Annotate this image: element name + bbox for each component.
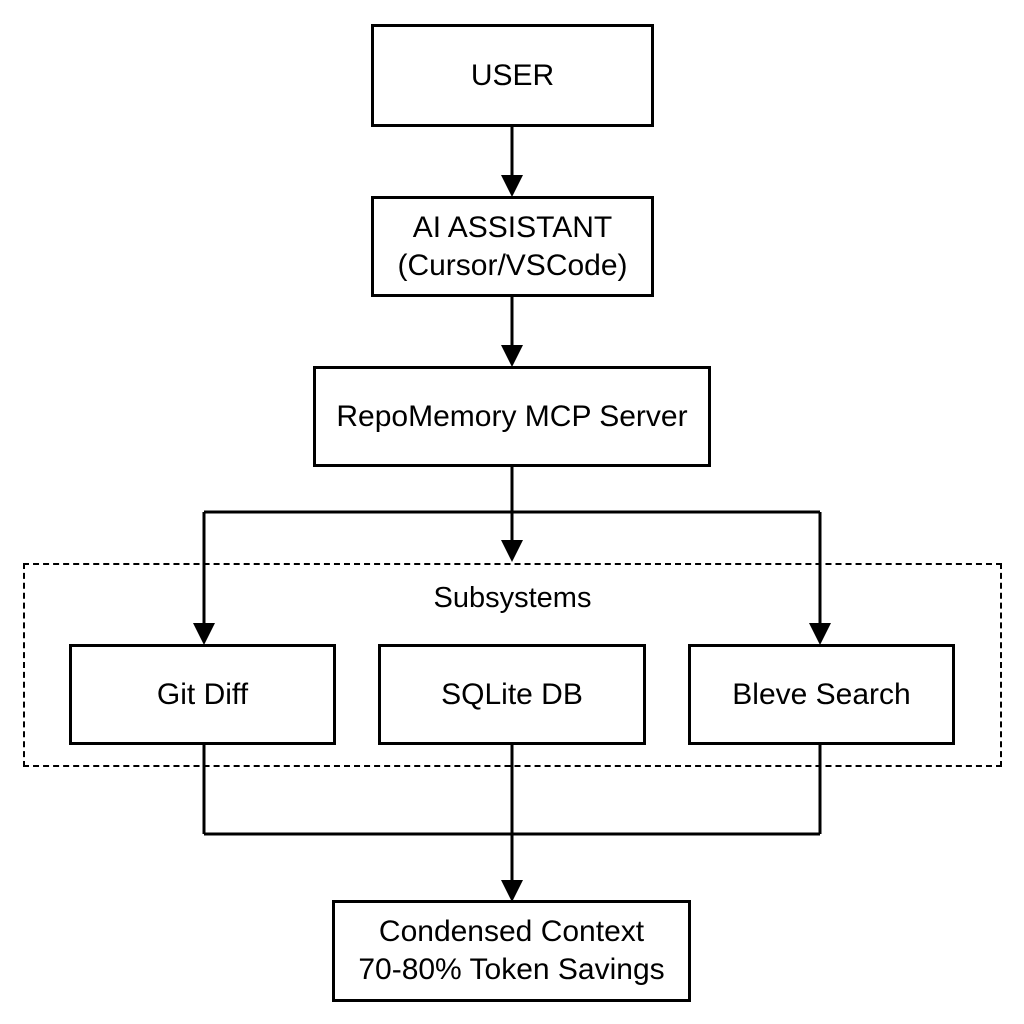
user-node: USER — [371, 24, 654, 127]
ai-assistant-label: AI ASSISTANT — [412, 210, 613, 244]
arrowhead-bleve — [809, 623, 831, 645]
sqlite-db-node: SQLite DB — [378, 644, 646, 745]
git-diff-label: Git Diff — [156, 677, 249, 711]
bleve-search-label: Bleve Search — [732, 677, 911, 711]
arrowhead-server — [501, 345, 523, 367]
token-savings-label: 70-80% Token Savings — [358, 953, 665, 986]
arrowhead-output — [501, 880, 523, 902]
bleve-search-node: Bleve Search — [688, 644, 955, 745]
mcp-server-node: RepoMemory MCP Server — [313, 366, 711, 467]
condensed-context-node: Condensed Context 70-80% Token Savings — [332, 900, 691, 1002]
ai-assistant-node: AI ASSISTANT (Cursor/VSCode) — [371, 196, 654, 297]
arrowhead-git — [193, 623, 215, 645]
user-label: USER — [470, 58, 555, 92]
subsystems-group: Subsystems — [23, 563, 1002, 767]
mcp-server-label: RepoMemory MCP Server — [336, 399, 688, 433]
sqlite-db-label: SQLite DB — [441, 677, 583, 711]
arrowhead-subsystems — [501, 540, 523, 562]
git-diff-node: Git Diff — [69, 644, 336, 745]
subsystems-label: Subsystems — [433, 582, 592, 614]
ai-assistant-sublabel: (Cursor/VSCode) — [397, 248, 628, 282]
condensed-context-label: Condensed Context — [378, 915, 645, 948]
arrowhead-assistant — [501, 175, 523, 197]
